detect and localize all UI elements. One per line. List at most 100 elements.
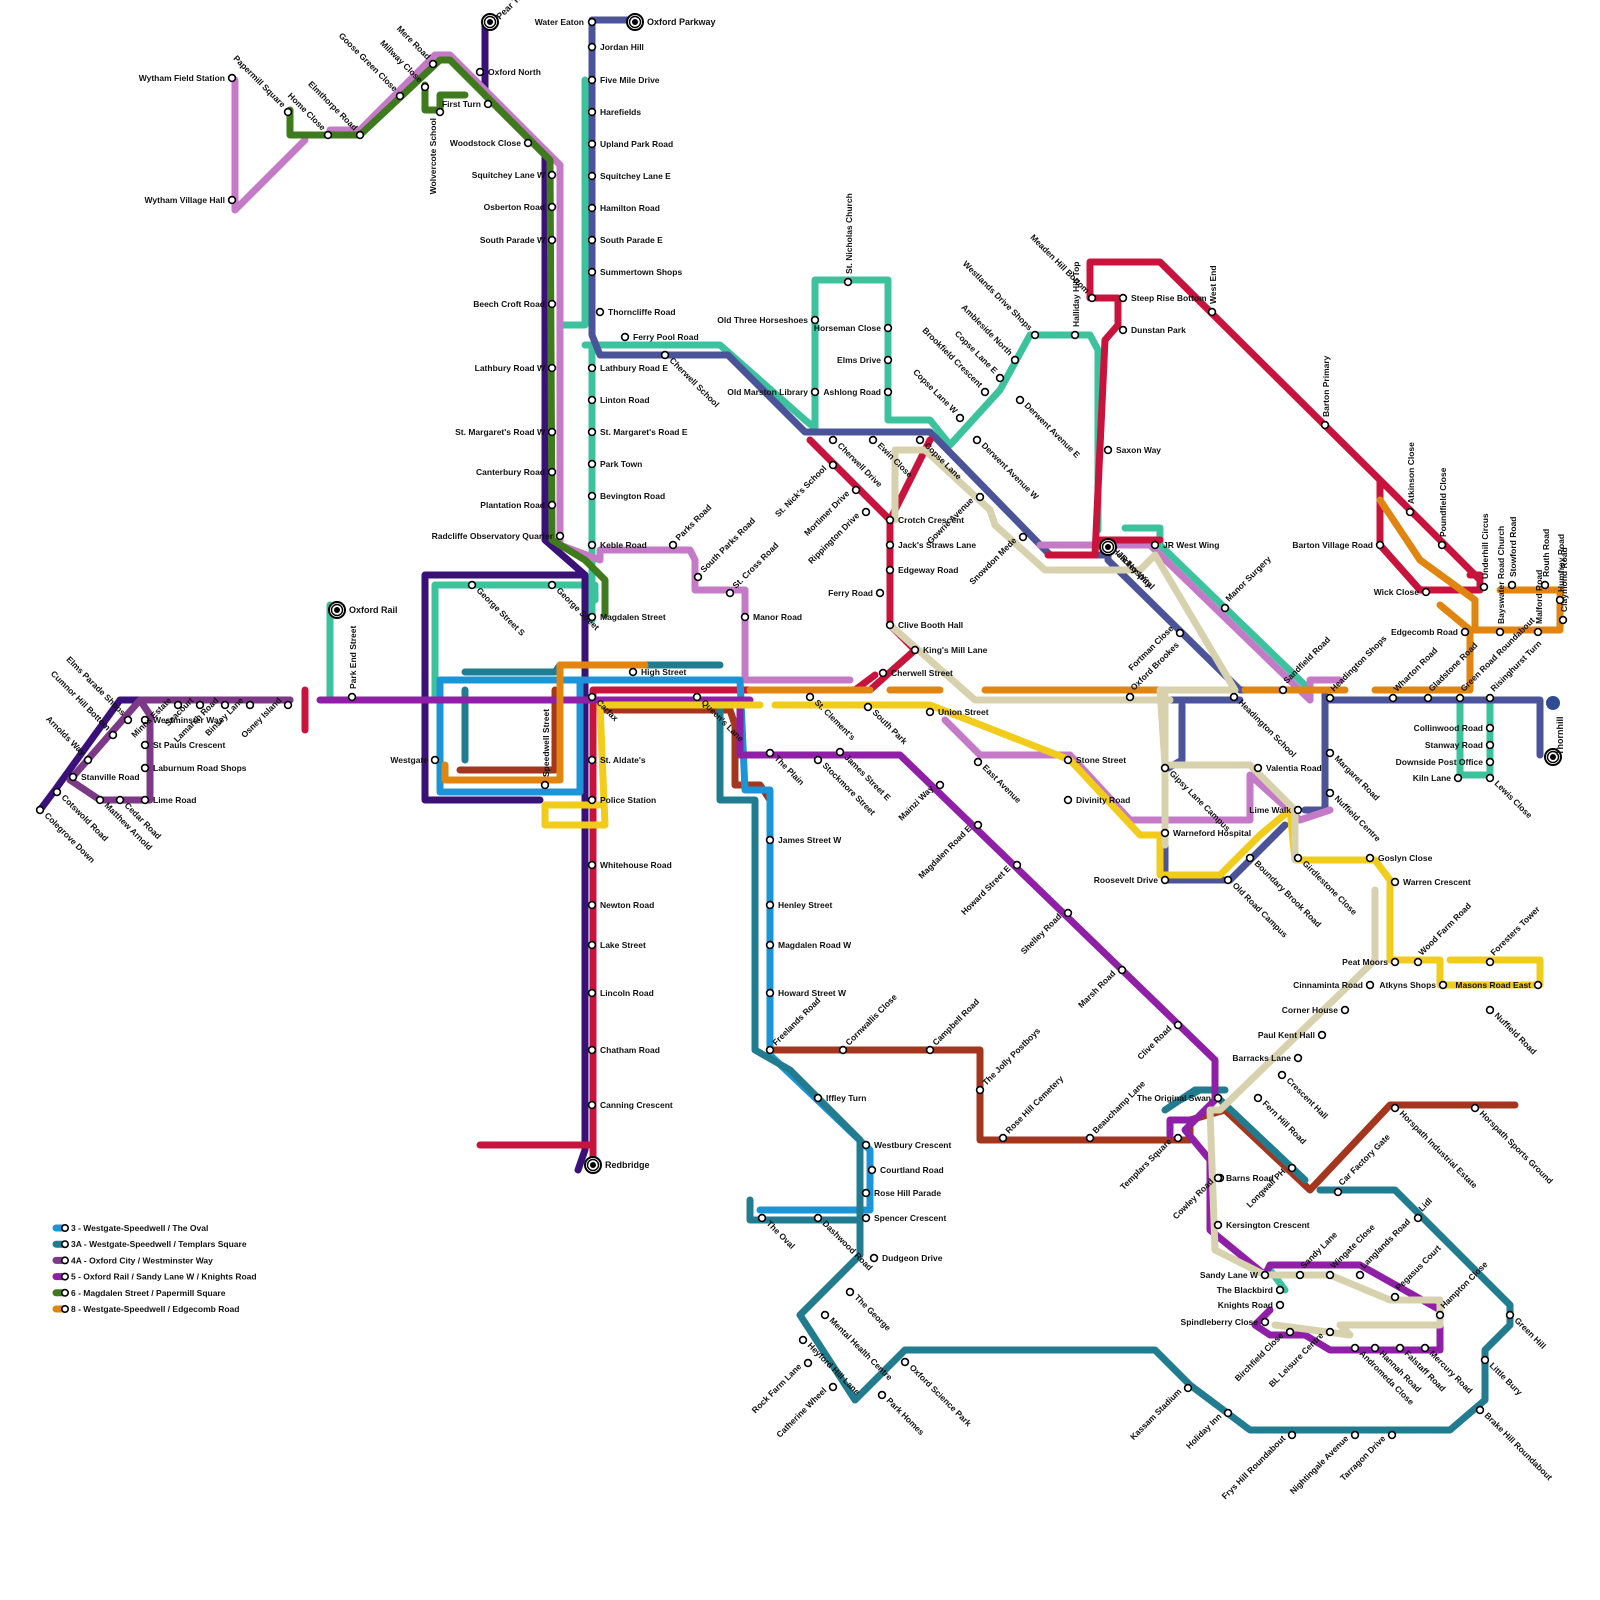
station-stop[interactable] [1260, 1317, 1270, 1327]
station-stop[interactable] [587, 75, 597, 85]
station-stop[interactable] [540, 780, 550, 790]
station-stop[interactable] [587, 795, 597, 805]
station-stop[interactable] [227, 73, 237, 83]
station-stop[interactable] [1365, 980, 1375, 990]
station-stop[interactable] [1507, 580, 1517, 590]
station-stop[interactable] [1063, 908, 1073, 918]
station-stop[interactable] [765, 748, 775, 758]
station-stop[interactable] [765, 1045, 775, 1055]
station-stop[interactable] [1070, 330, 1080, 340]
station-stop[interactable] [587, 267, 597, 277]
station-stop[interactable] [587, 755, 597, 765]
station-stop[interactable] [227, 195, 237, 205]
station-stop[interactable] [1160, 828, 1170, 838]
station-stop[interactable] [798, 1335, 808, 1345]
station-stop[interactable] [765, 988, 775, 998]
station-stop[interactable] [587, 1045, 597, 1055]
station-stop[interactable] [765, 900, 775, 910]
station-stop[interactable] [1387, 1430, 1397, 1440]
route-line-5[interactable] [316, 696, 1444, 1354]
station-stop[interactable] [1150, 540, 1160, 550]
station-stop[interactable] [628, 667, 638, 677]
station-stop[interactable] [851, 485, 861, 495]
station-stop[interactable] [1030, 330, 1040, 340]
station-stop[interactable] [980, 387, 990, 397]
station-stop[interactable] [975, 492, 985, 502]
station-stop[interactable] [1495, 627, 1505, 637]
station-stop[interactable] [765, 835, 775, 845]
station-stop[interactable] [547, 580, 557, 590]
station-stop[interactable] [1388, 693, 1398, 703]
station-stop[interactable] [660, 350, 670, 360]
station-stop[interactable] [1540, 580, 1550, 590]
station-stop[interactable] [1012, 860, 1022, 870]
station-stop[interactable] [861, 1213, 871, 1223]
station-stop[interactable] [1325, 1327, 1335, 1337]
station-stop[interactable] [813, 755, 823, 765]
station-stop[interactable] [883, 355, 893, 365]
station-stop[interactable] [1223, 875, 1233, 885]
station-stop[interactable] [220, 700, 230, 710]
station-stop[interactable] [803, 1358, 813, 1368]
station-stop[interactable] [547, 363, 557, 373]
station-stop[interactable] [1260, 1270, 1270, 1280]
station-stop[interactable] [813, 1093, 823, 1103]
station-stop[interactable] [1395, 1343, 1405, 1353]
station-stop[interactable] [925, 707, 935, 717]
station-stop[interactable] [587, 900, 597, 910]
station-stop[interactable] [1350, 1343, 1360, 1353]
station-stop[interactable] [1087, 293, 1097, 303]
station-stop[interactable] [1287, 1430, 1297, 1440]
station-stop[interactable] [875, 588, 885, 598]
station-stop[interactable] [1405, 507, 1415, 517]
station-stop[interactable] [1245, 853, 1255, 863]
station-stop[interactable] [1325, 693, 1335, 703]
station-stop[interactable] [693, 572, 703, 582]
station-stop[interactable] [587, 459, 597, 469]
station-stop[interactable] [1010, 355, 1020, 365]
station-stop[interactable] [1317, 1030, 1327, 1040]
station-stop[interactable] [1350, 1430, 1360, 1440]
station-stop[interactable] [1175, 628, 1185, 638]
station-stop[interactable] [1479, 582, 1489, 592]
station-stop[interactable] [587, 540, 597, 550]
station-stop[interactable] [1117, 965, 1127, 975]
station-stop[interactable] [1277, 1070, 1287, 1080]
station-stop[interactable] [173, 700, 183, 710]
station-stop[interactable] [668, 540, 678, 550]
station-stop[interactable] [813, 1213, 823, 1223]
station-stop[interactable] [1460, 627, 1470, 637]
station-stop[interactable] [52, 787, 62, 797]
station-stop[interactable] [1118, 325, 1128, 335]
station-stop[interactable] [547, 500, 557, 510]
station-stop[interactable] [828, 1382, 838, 1392]
station-stop[interactable] [1213, 1093, 1223, 1103]
station-stop[interactable] [620, 332, 630, 342]
station-stop[interactable] [1293, 1053, 1303, 1063]
station-stop[interactable] [1438, 980, 1448, 990]
station-stop[interactable] [1435, 1310, 1445, 1320]
station-stop[interactable] [1455, 693, 1465, 703]
station-stop[interactable] [1475, 1405, 1485, 1415]
station-stop[interactable] [861, 507, 871, 517]
station-stop[interactable] [885, 540, 895, 550]
station-stop[interactable] [587, 42, 597, 52]
station-stop[interactable] [587, 860, 597, 870]
station-stop[interactable] [1390, 877, 1400, 887]
station-stop[interactable] [68, 772, 78, 782]
station-stop[interactable] [587, 692, 597, 702]
station-stop[interactable] [1390, 1292, 1400, 1302]
station-stop[interactable] [547, 299, 557, 309]
station-stop[interactable] [1533, 980, 1543, 990]
station-stop[interactable] [347, 692, 357, 702]
station-stop[interactable] [587, 203, 597, 213]
station-stop[interactable] [1355, 1270, 1365, 1280]
station-stop[interactable] [810, 315, 820, 325]
station-stop[interactable] [900, 1357, 910, 1367]
station-stop[interactable] [1505, 1310, 1515, 1320]
station-stop[interactable] [587, 235, 597, 245]
station-stop[interactable] [878, 668, 888, 678]
station-stop[interactable] [547, 427, 557, 437]
station-stop[interactable] [835, 747, 845, 757]
station-stop[interactable] [1365, 853, 1375, 863]
